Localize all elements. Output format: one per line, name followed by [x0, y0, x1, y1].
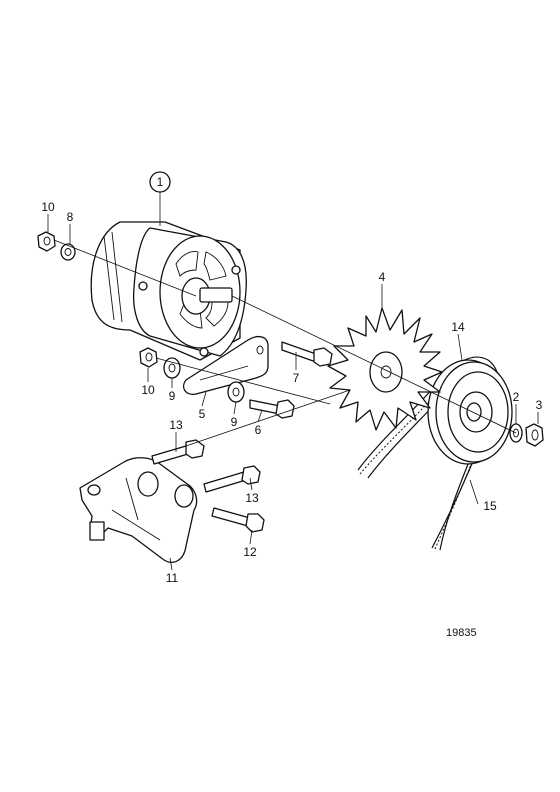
callout-13: 13	[169, 418, 183, 432]
figure-number: 19835	[446, 627, 477, 639]
callout-12: 12	[243, 545, 257, 559]
bolt-mount-lower	[211, 507, 265, 533]
callout-15: 15	[483, 499, 497, 513]
bolt-upper	[281, 341, 333, 367]
callout-circle-1	[149, 171, 171, 193]
callout-14: 14	[451, 320, 465, 334]
assembly-lines	[53, 239, 517, 447]
callout-3: 3	[536, 398, 543, 412]
mounting-bracket	[79, 457, 198, 563]
callout-4: 4	[379, 270, 386, 284]
washer-top	[60, 243, 76, 261]
callout-10: 10	[41, 200, 55, 214]
pulley	[427, 359, 513, 465]
callout-8: 8	[67, 210, 74, 224]
leader-lines	[47, 192, 539, 571]
bolt-mount-right	[203, 465, 261, 493]
callout-6: 6	[255, 423, 262, 437]
callout-9: 9	[169, 389, 176, 403]
washer-lower-right	[227, 381, 245, 403]
callout-7: 7	[293, 371, 300, 385]
nut-pulley	[525, 423, 544, 447]
bolt-bracket	[249, 399, 295, 419]
callout-1: 1	[157, 175, 164, 189]
callouts: 1 10 8 4 14 2 3 7 10 9 5 9 6 13 13 15 12…	[41, 175, 542, 585]
callout-13-right: 13	[245, 491, 259, 505]
bolt-mount-top	[151, 439, 205, 465]
callout-11: 11	[166, 571, 179, 585]
fan	[327, 307, 443, 431]
callout-5: 5	[199, 407, 206, 421]
callout-10-lower: 10	[141, 383, 155, 397]
callout-9-right: 9	[231, 415, 238, 429]
nut-lower	[139, 347, 158, 368]
alternator	[90, 221, 247, 361]
tension-bracket	[182, 335, 269, 395]
callout-2: 2	[513, 390, 520, 404]
nut-top	[37, 231, 56, 252]
